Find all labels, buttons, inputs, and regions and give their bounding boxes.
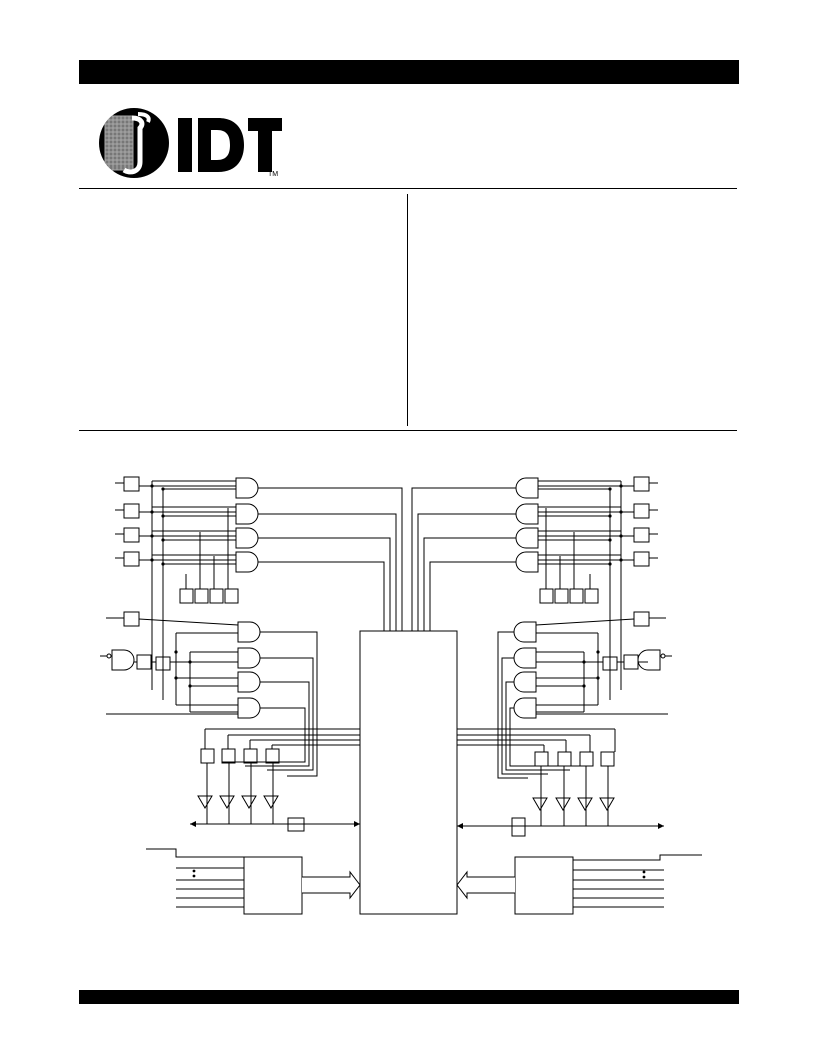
header-divider xyxy=(79,188,737,189)
column-divider xyxy=(407,194,408,426)
idt-logo: TM xyxy=(98,106,298,178)
junction-dots xyxy=(150,484,664,879)
bottom-footer-bar xyxy=(79,990,739,1004)
left-control-logic xyxy=(100,476,403,915)
section-divider xyxy=(79,430,737,431)
memory-array-block xyxy=(359,630,458,915)
top-header-bar xyxy=(79,60,739,84)
trademark-mark: TM xyxy=(268,171,278,178)
right-control-logic xyxy=(411,476,702,915)
